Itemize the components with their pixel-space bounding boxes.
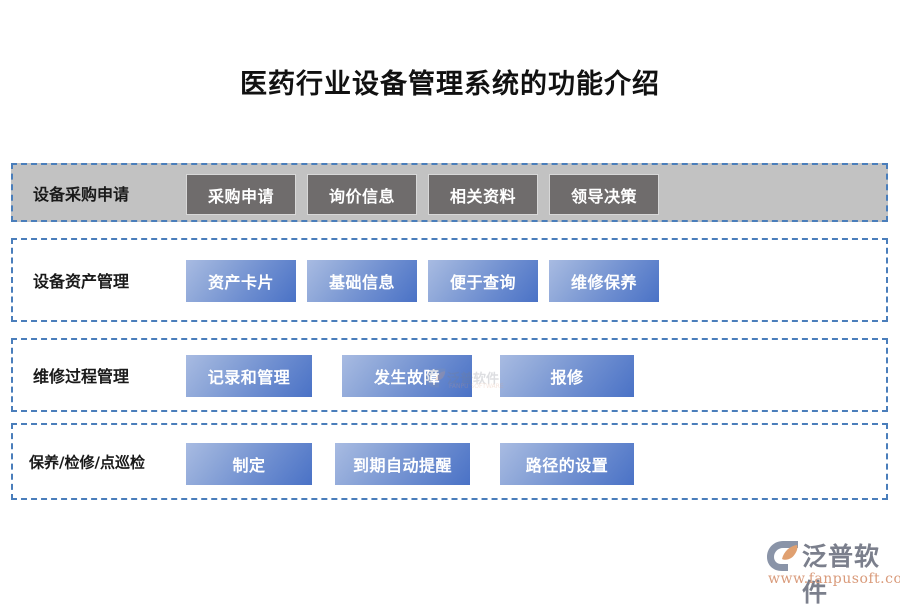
row-label-inspection: 保养/检修/点巡检	[29, 453, 145, 471]
node-leadership-decision[interactable]: 领导决策	[549, 174, 659, 215]
node-fault-occurred[interactable]: 发生故障	[342, 355, 472, 397]
node-procurement-request[interactable]: 采购申请	[186, 174, 296, 215]
node-maintenance-upkeep[interactable]: 维修保养	[549, 260, 659, 302]
node-expiry-auto-reminder[interactable]: 到期自动提醒	[335, 443, 470, 485]
node-basic-info[interactable]: 基础信息	[307, 260, 417, 302]
flow-row-inspection: 保养/检修/点巡检 制定 到期自动提醒 路径的设置	[11, 423, 888, 500]
flow-row-asset-management: 设备资产管理 资产卡片 基础信息 便于查询 维修保养	[11, 238, 888, 322]
brand-url: www.fanpusoft.com	[768, 571, 900, 587]
row-label-asset-management: 设备资产管理	[33, 272, 130, 291]
row-label-procurement: 设备采购申请	[33, 184, 130, 204]
row-label-repair-process: 维修过程管理	[33, 367, 130, 386]
page-title: 医药行业设备管理系统的功能介绍	[240, 69, 660, 100]
node-related-materials[interactable]: 相关资料	[428, 174, 538, 215]
fanpu-logo-icon	[767, 541, 798, 571]
brand-logo: 泛普软件 www.fanpusoft.com	[762, 536, 900, 607]
flow-row-procurement: 设备采购申请 采购申请 询价信息 相关资料 领导决策	[11, 163, 888, 222]
node-inquiry-info[interactable]: 询价信息	[307, 174, 417, 215]
node-record-and-manage[interactable]: 记录和管理	[186, 355, 312, 397]
flow-row-repair-process: 维修过程管理 记录和管理 发生故障 报修	[11, 338, 888, 412]
node-report-repair[interactable]: 报修	[500, 355, 634, 397]
node-route-setup[interactable]: 路径的设置	[500, 443, 634, 485]
node-asset-card[interactable]: 资产卡片	[186, 260, 296, 302]
node-easy-query[interactable]: 便于查询	[428, 260, 538, 302]
node-formulate-plan[interactable]: 制定	[186, 443, 312, 485]
